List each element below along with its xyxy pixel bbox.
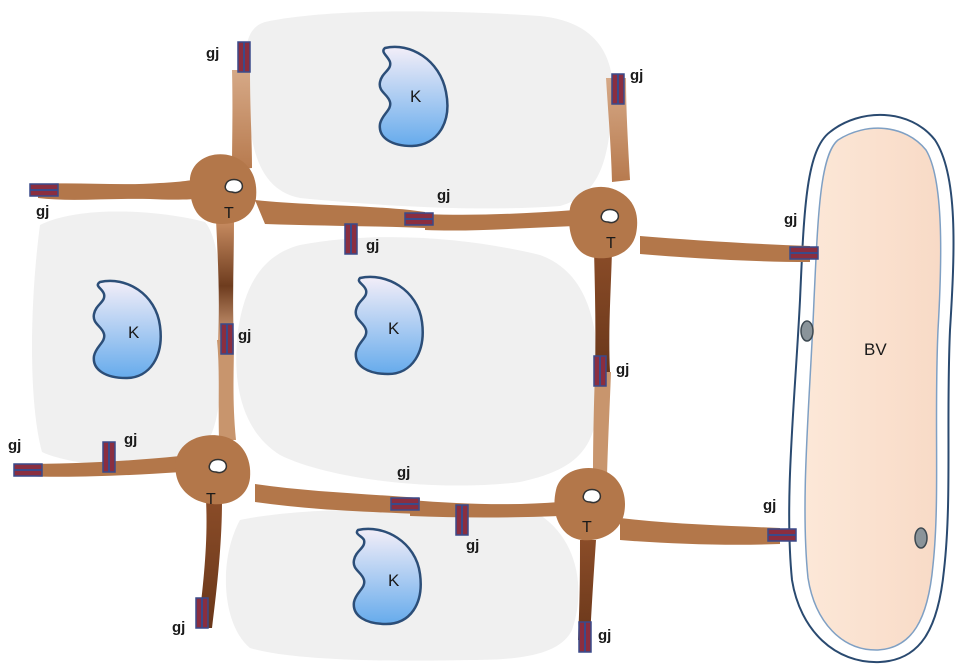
telocyte-network	[20, 70, 810, 640]
cell-label: T	[582, 519, 592, 536]
cell-vacuole	[208, 458, 228, 474]
gap-junction-icon	[767, 528, 797, 542]
gap-junction-label: gj	[616, 361, 629, 378]
cell-vacuole	[582, 488, 602, 504]
gap-junction-icon	[455, 504, 469, 536]
gap-junction-label: gj	[36, 203, 49, 220]
blood-vessel-icon	[788, 114, 955, 664]
gap-junction-icon	[789, 246, 819, 260]
gap-junctions	[13, 41, 819, 653]
cell-label: T	[606, 235, 616, 252]
gap-junction-icon	[220, 323, 234, 355]
gap-junction-icon	[195, 597, 209, 629]
cell-label: T	[224, 205, 234, 222]
process-br-up	[593, 372, 611, 478]
gap-junction-icon	[237, 41, 251, 73]
gap-junction-icon	[578, 621, 592, 653]
process-tr-left	[425, 210, 575, 231]
nucleus-icon	[378, 45, 449, 148]
labels: K K K K T T T T BV gj gj gj gj gj gj gj …	[8, 45, 887, 644]
vessel-label: BV	[864, 340, 887, 359]
gap-junction-label: gj	[630, 67, 643, 84]
process-tl-right	[255, 200, 425, 228]
gap-junction-label: gj	[238, 327, 251, 344]
cell-label: T	[206, 491, 216, 508]
nucleus-icon	[354, 275, 424, 376]
gap-junction-label: gj	[763, 497, 776, 514]
nucleus-label: K	[388, 571, 400, 590]
gap-junction-label: gj	[206, 45, 219, 62]
gap-junction-label: gj	[124, 431, 137, 448]
gap-junction-icon	[390, 497, 420, 511]
cell-bodies	[175, 154, 638, 541]
cell-vacuole	[600, 208, 620, 224]
cell-body-icon	[554, 468, 626, 541]
gap-junction-label: gj	[8, 437, 21, 454]
gap-junction-icon	[29, 183, 59, 197]
process-bl-down	[198, 500, 222, 628]
process-bl-right	[255, 484, 420, 514]
gap-junction-label: gj	[437, 187, 450, 204]
nucleus-icon	[352, 527, 422, 626]
gap-junction-icon	[13, 463, 43, 477]
process-tl-up	[232, 70, 252, 170]
process-tr-down	[594, 250, 612, 372]
process-bl-left	[20, 456, 182, 477]
process-tl-left	[38, 179, 205, 200]
cell-body-icon	[569, 186, 638, 259]
keratinocyte-region-center	[236, 237, 599, 486]
gap-junction-label: gj	[784, 211, 797, 228]
process-tr-right	[640, 236, 810, 262]
gap-junction-icon	[102, 441, 116, 473]
gap-junction-icon	[404, 212, 434, 226]
gap-junction-label: gj	[172, 619, 185, 636]
cell-body-icon	[189, 154, 257, 224]
process-br-right	[620, 518, 780, 545]
blood-vessel-lumen	[804, 127, 942, 651]
nucleus-label: K	[410, 87, 422, 106]
gap-junction-label: gj	[598, 627, 611, 644]
gap-junction-label: gj	[466, 537, 479, 554]
nuclei	[92, 45, 449, 626]
nucleus-label: K	[388, 319, 400, 338]
process-bl-up	[217, 340, 236, 440]
nucleus-label: K	[128, 323, 140, 342]
cell-vacuole	[224, 178, 244, 194]
process-tl-down	[216, 220, 234, 340]
endothelial-nucleus-upper	[800, 320, 814, 342]
gap-junction-icon	[611, 73, 625, 105]
process-br-left	[410, 500, 560, 518]
endothelial-nucleus-lower	[914, 527, 928, 549]
gap-junction-icon	[593, 355, 607, 387]
process-br-down	[578, 540, 596, 640]
nucleus-icon	[92, 279, 162, 380]
gap-junction-label: gj	[366, 237, 379, 254]
gap-junction-icon	[344, 223, 358, 255]
gap-junction-label: gj	[397, 464, 410, 481]
